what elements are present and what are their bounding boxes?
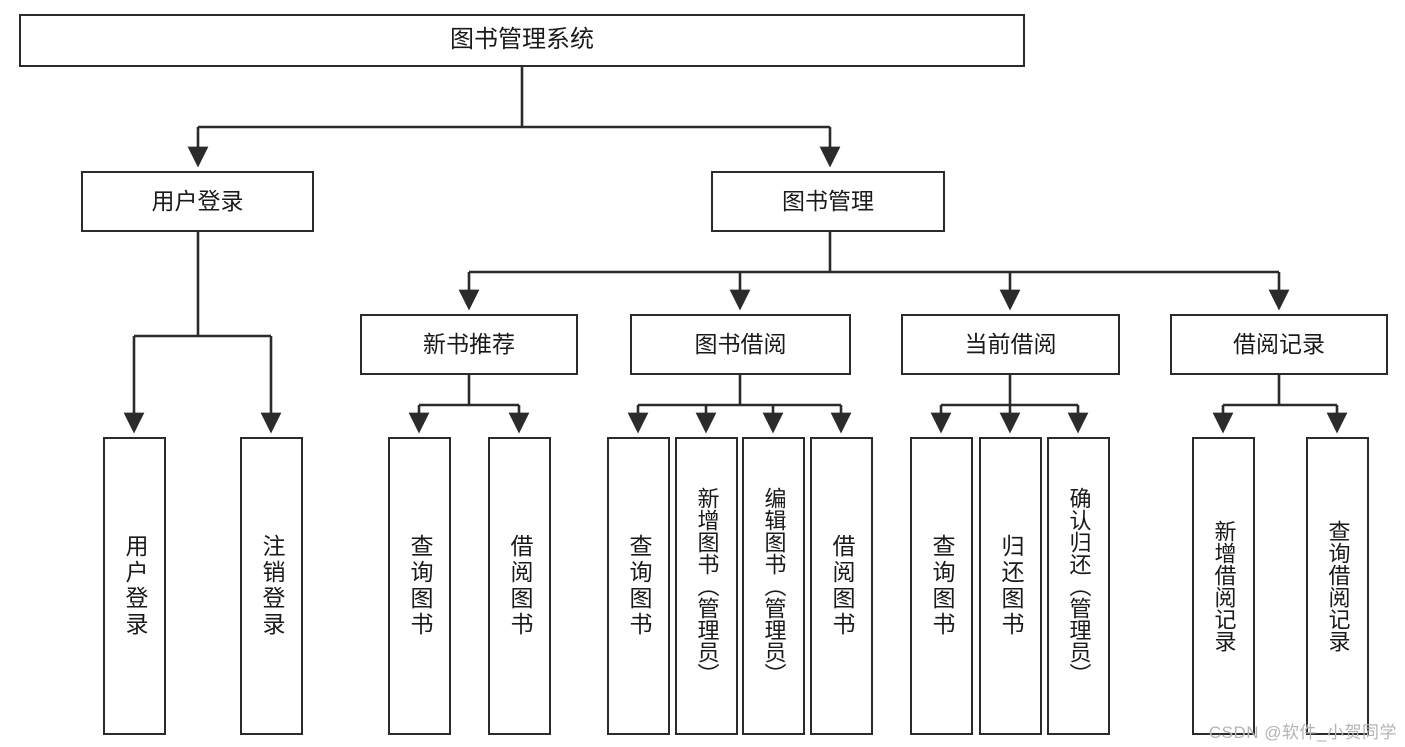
node-leaf-confirm-return-admin[interactable]: 确认归还（管理员） <box>1047 437 1110 735</box>
node-leaf-query-book-current[interactable]: 查询图书 <box>910 437 973 735</box>
node-leaf-query-borrow-record[interactable]: 查询借阅记录 <box>1306 437 1369 735</box>
node-book-manage[interactable]: 图书管理 <box>711 171 945 232</box>
node-leaf-query-book-borrow-label: 查询图书 <box>626 534 652 638</box>
node-current-borrow-label: 当前借阅 <box>964 330 1057 357</box>
node-leaf-edit-book-admin-label: 编辑图书（管理员） <box>761 487 787 685</box>
node-borrow-record-label: 借阅记录 <box>1233 330 1325 357</box>
node-borrow-record[interactable]: 借阅记录 <box>1170 314 1388 375</box>
node-leaf-return-book[interactable]: 归还图书 <box>979 437 1042 735</box>
node-leaf-user-login[interactable]: 用户登录 <box>103 437 166 735</box>
node-root-label: 图书管理系统 <box>450 26 594 54</box>
node-leaf-query-borrow-record-label: 查询借阅记录 <box>1325 520 1351 652</box>
node-leaf-add-borrow-record[interactable]: 新增借阅记录 <box>1192 437 1255 735</box>
node-root[interactable]: 图书管理系统 <box>19 14 1025 67</box>
node-leaf-logout-label: 注销登录 <box>259 534 285 638</box>
node-leaf-query-book-recommend[interactable]: 查询图书 <box>388 437 451 735</box>
node-leaf-borrow-book[interactable]: 借阅图书 <box>810 437 873 735</box>
node-new-book-recommend-label: 新书推荐 <box>423 330 515 357</box>
node-book-manage-label: 图书管理 <box>782 187 874 214</box>
node-user-login[interactable]: 用户登录 <box>81 171 314 232</box>
node-leaf-add-book-admin[interactable]: 新增图书（管理员） <box>675 437 738 735</box>
node-leaf-borrow-book-label: 借阅图书 <box>829 534 855 638</box>
node-leaf-query-book-recommend-label: 查询图书 <box>407 534 433 638</box>
node-current-borrow[interactable]: 当前借阅 <box>901 314 1120 375</box>
node-leaf-query-book-borrow[interactable]: 查询图书 <box>607 437 670 735</box>
node-leaf-borrow-book-recommend[interactable]: 借阅图书 <box>488 437 551 735</box>
node-leaf-add-book-admin-label: 新增图书（管理员） <box>694 487 720 685</box>
node-book-borrow[interactable]: 图书借阅 <box>630 314 851 375</box>
node-leaf-add-borrow-record-label: 新增借阅记录 <box>1211 520 1237 652</box>
node-user-login-label: 用户登录 <box>151 187 244 214</box>
node-leaf-return-book-label: 归还图书 <box>998 534 1024 638</box>
node-new-book-recommend[interactable]: 新书推荐 <box>360 314 578 375</box>
csdn-watermark: CSDN @软件_小贺同学 <box>1208 723 1397 742</box>
node-leaf-confirm-return-admin-label: 确认归还（管理员） <box>1066 487 1092 685</box>
node-leaf-borrow-book-recommend-label: 借阅图书 <box>507 534 533 638</box>
node-leaf-user-login-label: 用户登录 <box>122 534 148 638</box>
node-leaf-query-book-current-label: 查询图书 <box>929 534 955 638</box>
node-leaf-logout[interactable]: 注销登录 <box>240 437 303 735</box>
node-leaf-edit-book-admin[interactable]: 编辑图书（管理员） <box>742 437 805 735</box>
node-book-borrow-label: 图书借阅 <box>694 330 787 357</box>
